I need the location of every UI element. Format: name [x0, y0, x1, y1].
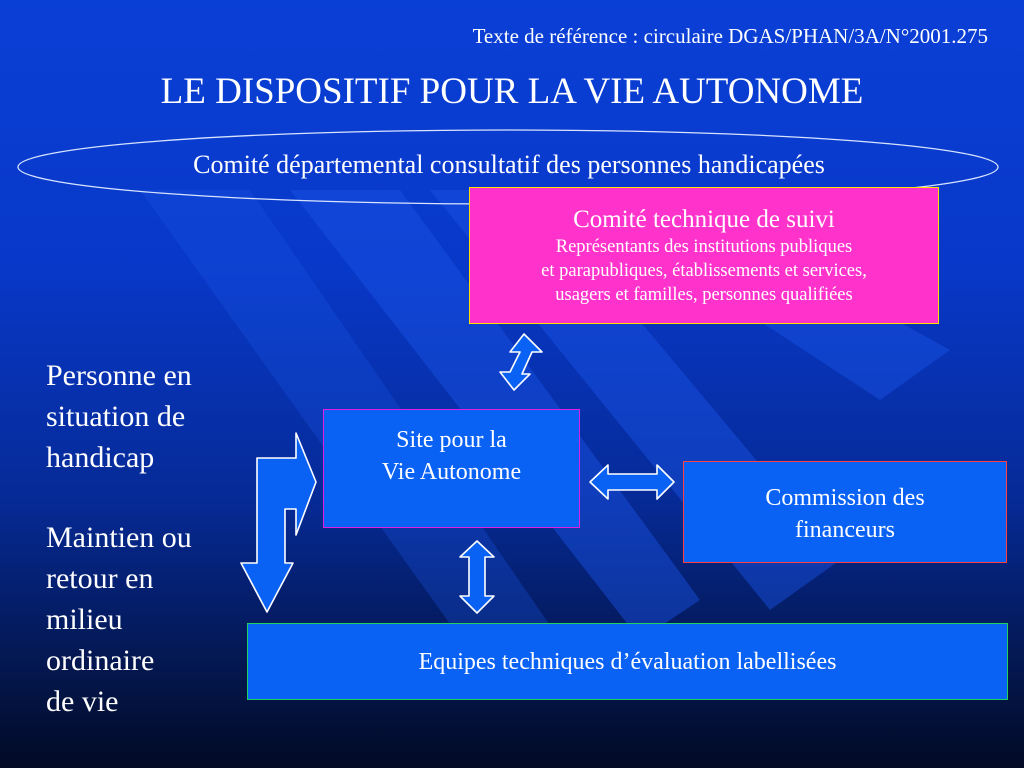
site-line2: Vie Autonome — [381, 459, 522, 485]
comite-technique-title: Comité technique de suivi — [573, 206, 835, 233]
equipes-techniques-box: Equipes techniques d’évaluation labellis… — [247, 623, 1008, 700]
commission-line2: financeurs — [795, 517, 895, 543]
reference-text: Texte de référence : circulaire DGAS/PHA… — [472, 24, 988, 48]
maintien-line: ordinaire — [46, 644, 155, 677]
comite-technique-line1: Représentants des institutions publiques — [555, 237, 853, 257]
person-text: Personne en situation de handicap — [46, 355, 192, 478]
person-line: Personne en — [46, 359, 192, 392]
bent-arrow — [240, 432, 317, 613]
ellipse-label: Comité départemental consultatif des per… — [193, 150, 825, 179]
commission-financeurs-box: Commission des financeurs — [683, 461, 1007, 563]
site-vie-autonome-box: Site pour la Vie Autonome — [323, 409, 580, 528]
comite-technique-box: Comité technique de suivi Représentants … — [469, 187, 939, 324]
maintien-line: de vie — [46, 685, 119, 718]
page-title: LE DISPOSITIF POUR LA VIE AUTONOME — [160, 71, 864, 112]
comite-technique-line3: usagers et familles, personnes qualifiée… — [555, 285, 853, 305]
site-line1: Site pour la — [396, 427, 507, 453]
maintien-line: retour en — [46, 562, 154, 595]
person-line: situation de — [46, 400, 186, 433]
maintien-line: milieu — [46, 603, 123, 636]
double-arrow-vertical-top — [499, 333, 543, 391]
commission-line1: Commission des — [765, 485, 925, 511]
maintien-text: Maintien ou retour en milieu ordinaire d… — [46, 517, 192, 722]
comite-technique-line2: et parapubliques, établissements et serv… — [541, 261, 867, 281]
person-line: handicap — [46, 441, 155, 474]
double-arrow-vertical-bottom — [459, 540, 495, 614]
double-arrow-horizontal — [589, 464, 675, 500]
maintien-line: Maintien ou — [46, 521, 192, 554]
equipes-label: Equipes techniques d’évaluation labellis… — [418, 649, 837, 675]
